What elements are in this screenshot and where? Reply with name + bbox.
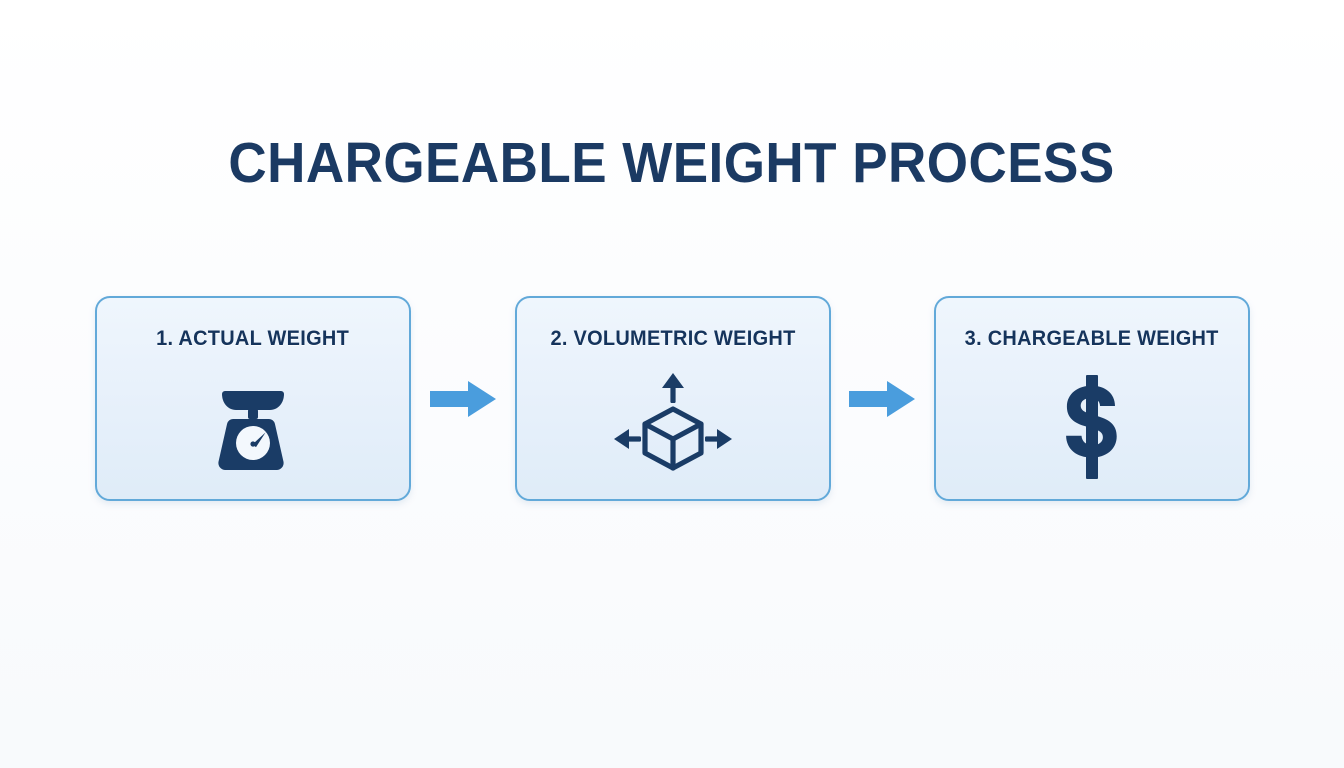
arrow-right-icon [846,377,918,421]
page-title-container: CHARGEABLE WEIGHT PROCESS [0,132,1344,194]
arrow-right-icon [427,377,499,421]
step-card-label: 3. CHARGEABLE WEIGHT [965,327,1219,350]
step-card-volumetric-weight[interactable]: 2. VOLUMETRIC WEIGHT [514,296,831,501]
step-card-actual-weight[interactable]: 1. ACTUAL WEIGHT [95,296,411,501]
weighing-scale-icon [97,364,409,489]
step-card-label: 1. ACTUAL WEIGHT [156,327,350,350]
dollar-sign-icon [936,364,1248,489]
page-title: CHARGEABLE WEIGHT PROCESS [228,131,1116,195]
step-card-chargeable-weight[interactable]: 3. CHARGEABLE WEIGHT [934,296,1250,501]
process-flow: 1. ACTUAL WEIGHT [95,296,1250,501]
dimensional-cube-icon [517,364,829,489]
step-card-label: 2. VOLUMETRIC WEIGHT [549,327,796,350]
